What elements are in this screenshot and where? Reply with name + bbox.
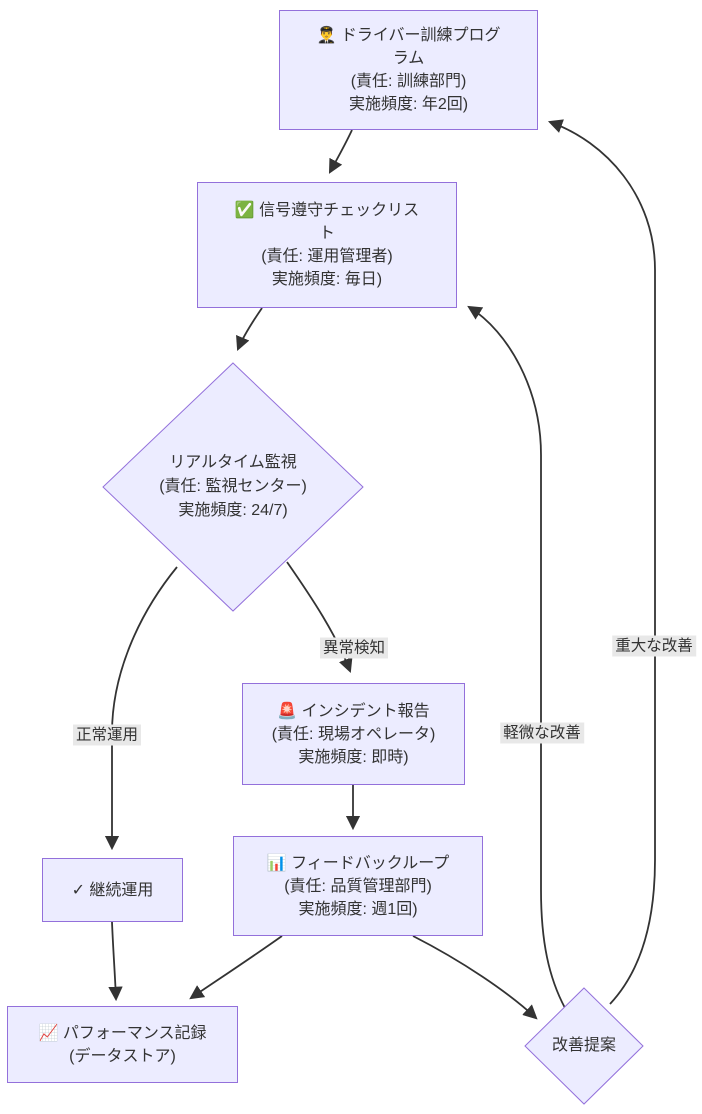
edge-label-minor-improvement: 軽微な改善 xyxy=(500,722,584,744)
node-signal-checklist: ✅ 信号遵守チェックリス ト (責任: 運用管理者) 実施頻度: 毎日) xyxy=(197,182,457,308)
pilot-icon: 👨‍✈️ xyxy=(316,27,337,44)
node-driver-training-label: 👨‍✈️ ドライバー訓練プログ ラム (責任: 訓練部門) 実施頻度: 年2回) xyxy=(316,27,501,113)
node-performance-record-label: 📈 パフォーマンス記録 (データストア) xyxy=(38,1024,207,1065)
proposal-diamond-shape xyxy=(524,987,644,1105)
monitoring-diamond-shape xyxy=(102,362,364,612)
node-continuing-operation: ✓ 継続運用 xyxy=(42,858,183,922)
node-improvement-proposal: 改善提案 xyxy=(551,1037,616,1054)
node-performance-record: 📈 パフォーマンス記録 (データストア) xyxy=(7,1006,238,1083)
bar-chart-icon: 📊 xyxy=(266,854,287,872)
node-driver-training: 👨‍✈️ ドライバー訓練プログ ラム (責任: 訓練部門) 実施頻度: 年2回) xyxy=(279,10,538,130)
node-realtime-monitoring: リアルタイム監視 (責任: 監視センター) 実施頻度: 24/7) xyxy=(159,454,307,519)
node-signal-checklist-label: ✅ 信号遵守チェックリス ト (責任: 運用管理者) 実施頻度: 毎日) xyxy=(234,202,420,288)
siren-icon: 🚨 xyxy=(277,702,298,720)
node-continuing-operation-label: ✓ 継続運用 xyxy=(71,881,154,899)
edge-monitoring-to-incident xyxy=(286,561,353,674)
chart-increasing-icon: 📈 xyxy=(38,1024,59,1042)
edge-label-major-improvement: 重大な改善 xyxy=(612,635,696,657)
edge-proposal-to-training xyxy=(547,119,656,1005)
edge-training-to-checklist xyxy=(328,129,353,174)
node-feedback-loop: 📊 フィードバックループ (責任: 品質管理部門) 実施頻度: 週1回) xyxy=(233,836,483,936)
node-incident-report-label: 🚨 インシデント報告 (責任: 現場オペレータ) 実施頻度: 即時) xyxy=(271,702,436,766)
edge-feedback-to-performance xyxy=(189,935,283,1000)
check-mark-icon: ✓ xyxy=(71,881,85,899)
edge-continuing-to-performance xyxy=(108,921,123,1002)
edge-label-normal-operation: 正常運用 xyxy=(72,724,142,746)
node-feedback-loop-label: 📊 フィードバックループ (責任: 品質管理部門) 実施頻度: 週1回) xyxy=(266,854,450,918)
edge-proposal-to-checklist xyxy=(467,305,566,1009)
check-mark-button-icon: ✅ xyxy=(234,202,255,219)
edge-checklist-to-monitoring xyxy=(236,307,263,351)
edge-feedback-to-proposal xyxy=(412,935,538,1020)
node-incident-report: 🚨 インシデント報告 (責任: 現場オペレータ) 実施頻度: 即時) xyxy=(242,683,465,785)
edge-label-abnormal-detection: 異常検知 xyxy=(319,637,389,659)
